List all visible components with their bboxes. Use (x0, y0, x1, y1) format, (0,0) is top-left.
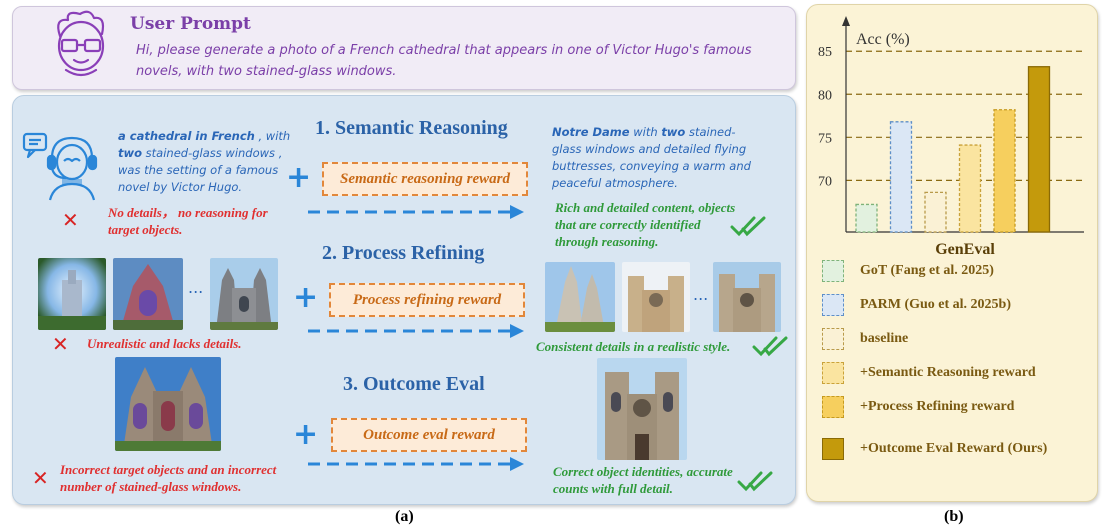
dashed-arrow-icon (308, 205, 524, 219)
step1-bad-text: No details， no reasoning for target obje… (108, 205, 268, 237)
step1-output-text: Notre Dame with two stained-glass window… (552, 125, 751, 190)
y-tick-label: 75 (818, 131, 832, 146)
bar (958, 144, 982, 233)
y-axis-arrow (842, 16, 850, 26)
y-tick-label: 70 (818, 174, 832, 189)
step2-bad-text: Unrealistic and lacks details. (87, 336, 242, 351)
incorrect-image (115, 357, 221, 451)
legend-label: +Process Refining reward (860, 399, 1015, 414)
y-axis-label: Acc (%) (856, 31, 910, 48)
bar (1027, 66, 1051, 233)
legend-label: +Outcome Eval Reward (Ours) (860, 441, 1048, 456)
step1-good-text: Rich and detailed content, objects that … (555, 200, 736, 249)
double-check-icon (730, 216, 766, 237)
legend-label: +Semantic Reasoning reward (860, 365, 1036, 380)
legend-label: GoT (Fang et al. 2025) (860, 263, 994, 278)
y-tick-label: 80 (818, 88, 832, 103)
user-prompt-box (12, 6, 796, 90)
plus-icon: + (293, 280, 319, 315)
dashed-arrow-icon (308, 324, 524, 338)
legend-swatch (822, 396, 844, 418)
semantic-reward-box: Semantic reasoning reward (322, 162, 528, 196)
unrealistic-image-3 (210, 258, 278, 330)
realistic-image-2 (622, 262, 690, 332)
plus-icon: + (286, 160, 312, 195)
ellipsis: ... (188, 278, 204, 297)
y-tick-label: 85 (818, 45, 832, 60)
legend-label: PARM (Guo et al. 2025b) (860, 297, 1011, 312)
unrealistic-image-2 (113, 258, 183, 330)
bar (924, 191, 947, 233)
realistic-image-3 (713, 262, 781, 332)
prompt-title: User Prompt (130, 14, 251, 34)
ellipsis: ... (693, 285, 709, 304)
bar (855, 203, 878, 233)
plus-icon: + (293, 417, 319, 452)
cross-icon: ✕ (62, 208, 79, 232)
legend-swatch (822, 328, 844, 350)
legend-swatch (822, 294, 844, 316)
double-check-icon (752, 336, 788, 357)
legend-swatch (822, 362, 844, 384)
panel-label-a: (a) (395, 508, 414, 525)
step3-good-text: Correct object identities, accurate coun… (553, 464, 733, 496)
process-reward-box: Process refining reward (329, 283, 525, 317)
realistic-image-1 (545, 262, 615, 332)
legend-label: baseline (860, 331, 909, 346)
step1-input-text: a cathedral in French , with two stained… (118, 129, 291, 194)
bar (889, 121, 913, 233)
double-check-icon (737, 471, 773, 492)
step3-title: 3. Outcome Eval (343, 373, 485, 395)
bar (993, 109, 1016, 233)
correct-image (597, 358, 687, 460)
panel-label-b: (b) (944, 508, 964, 525)
step3-bad-text: Incorrect target objects and an incorrec… (60, 462, 277, 494)
legend-swatch (822, 260, 844, 282)
cross-icon: ✕ (32, 466, 49, 490)
prompt-text: Hi, please generate a photo of a French … (136, 43, 752, 79)
step2-good-text: Consistent details in a realistic style. (536, 339, 731, 354)
unrealistic-image-1 (38, 258, 106, 330)
cross-icon: ✕ (52, 332, 69, 356)
agent-headset-icon (22, 132, 98, 201)
step1-title: 1. Semantic Reasoning (315, 117, 508, 139)
x-axis-label: GenEval (935, 241, 995, 258)
legend-swatch (822, 438, 844, 460)
outcome-reward-box: Outcome eval reward (331, 418, 527, 452)
user-avatar-icon (57, 10, 105, 77)
step2-title: 2. Process Refining (322, 242, 485, 264)
dashed-arrow-icon (308, 457, 524, 471)
